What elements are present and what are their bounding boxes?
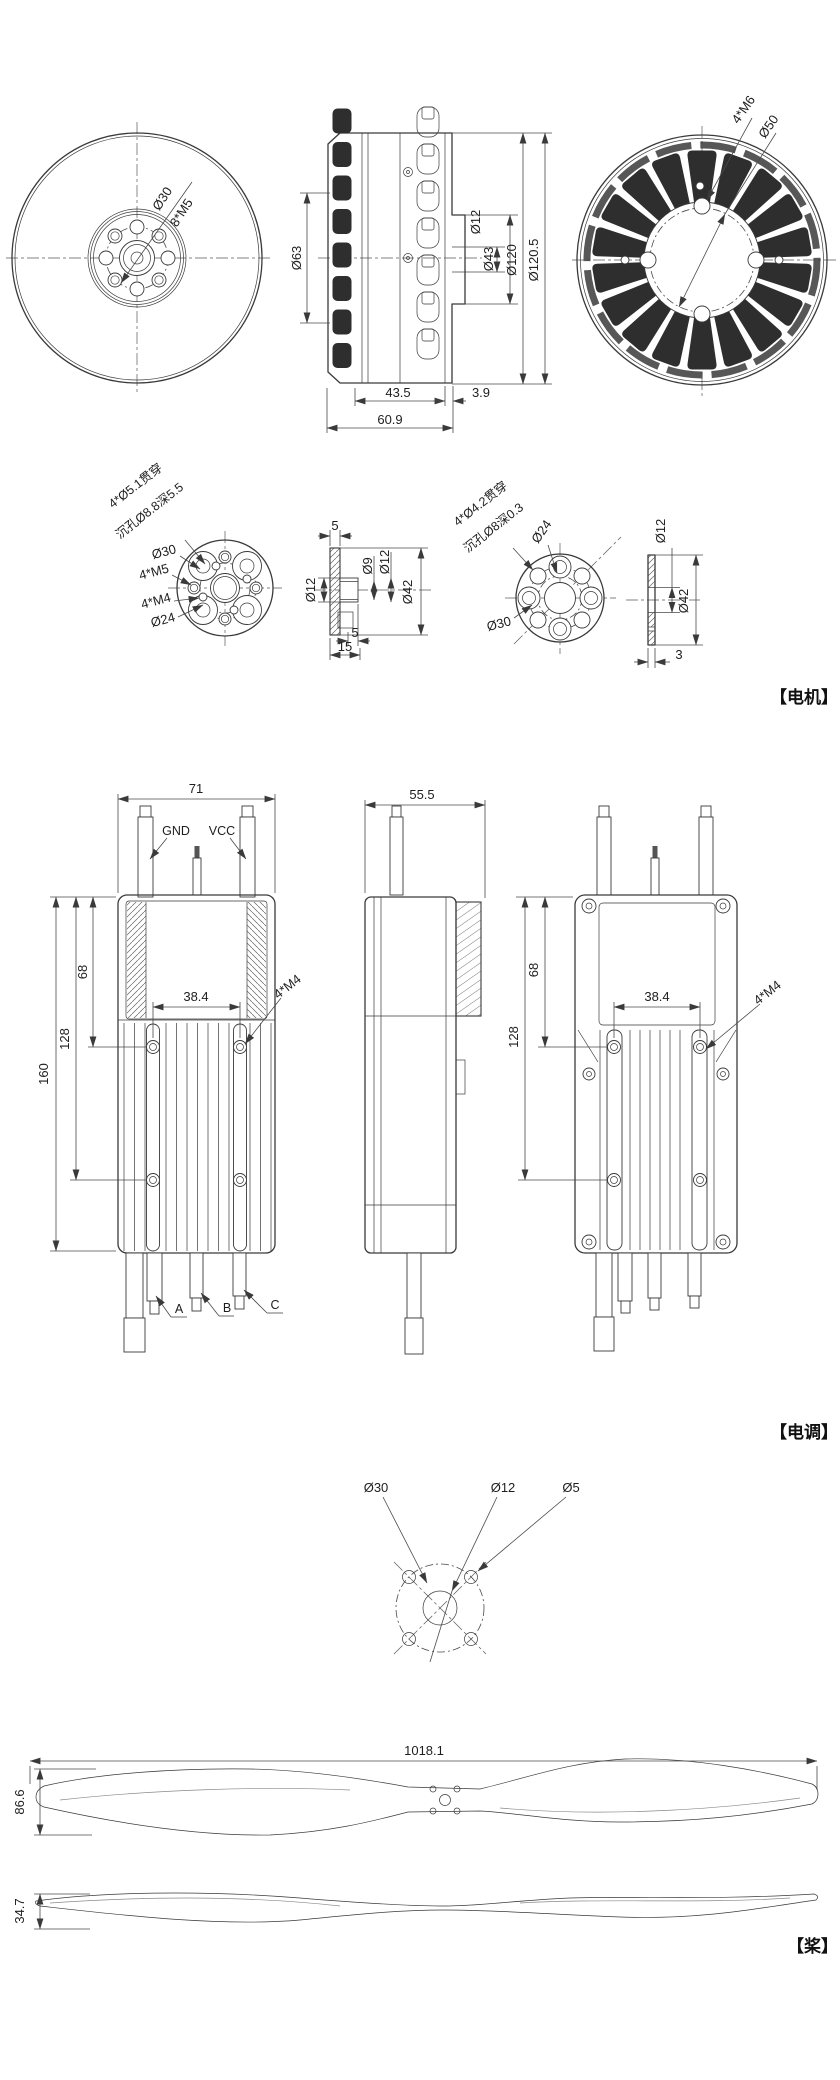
dim-prop-length: 1018.1 [404,1743,444,1758]
dim-rotor-d63: Ø63 [289,246,304,271]
dim-esc-w38: 38.4 [183,989,208,1004]
dim-body-d120: Ø120 [504,244,519,276]
label-gnd: GND [162,824,190,838]
dim-sec-d9: Ø9 [360,557,375,574]
dim-sec-d12r: Ø12 [377,550,392,575]
dim-rear-bolts: 4*M6 [728,93,758,126]
prop-top-view: 1018.1 86.6 [12,1743,819,1836]
prop-side-view: 34.7 [12,1892,818,1930]
motor-section-label: 【电机】 [770,687,838,707]
dim-sec-s15: 15 [338,639,352,654]
dim-esc-back-h128: 128 [506,1026,521,1048]
dim-front-bolt-circle: Ø30 [149,184,175,213]
motor-rear-view: 4*M6 Ø50 [572,93,836,396]
esc-side-view: 55.5 [364,787,486,1355]
dim-len-43-5: 43.5 [385,385,410,400]
dim-flange-m4: 4*M4 [139,589,172,611]
dim-washer-d42: Ø42 [676,589,691,614]
esc-section-label: 【电调】 [770,1422,838,1442]
dim-flange-d30: Ø30 [150,541,178,562]
dim-sec-5: 5 [331,518,338,533]
dim-total-d120-5: Ø120.5 [526,239,541,282]
motor-flange-section-view: 5 Ø12 Ø9 Ø12 Ø42 5 15 [303,518,432,660]
dim-esc-h68: 68 [75,965,90,979]
motor-mount-flange-detail: 4*Ø5.1贯穿 沉孔Ø8.8深5.5 Ø30 4*M5 4*M4 Ø24 [105,460,282,646]
dim-boss-d43: Ø43 [481,247,496,272]
label-phase-a: A [175,1302,184,1316]
dim-esc-h128: 128 [57,1028,72,1050]
dim-washer-t3: 3 [675,647,682,662]
dim-esc-h160: 160 [36,1063,51,1085]
dim-shaft-d12: Ø12 [468,210,483,235]
dim-prop-side-h: 34.7 [12,1898,27,1923]
esc-back-view: 68 128 38.4 4*M4 [506,805,784,1352]
label-phase-c: C [270,1298,279,1312]
dim-hub-d30: Ø30 [364,1480,389,1495]
motor-adapter-detail: 4*Ø4.2贯穿 沉孔Ø8深0.3 Ø24 Ø30 [450,478,622,654]
motor-washer-section-view: Ø12 Ø42 3 [626,519,703,668]
prop-hub-detail: Ø30 Ø12 Ø5 [364,1480,580,1663]
esc-front-fins [123,1023,272,1251]
dim-prop-width: 86.6 [12,1789,27,1814]
dim-front-bolts: 8*M5 [167,196,196,230]
dim-sec-s5: 5 [351,625,358,640]
dim-esc-back-w38: 38.4 [644,989,669,1004]
prop-section-label: 【桨】 [787,1936,838,1956]
dim-adapter-d30: Ø30 [485,613,513,634]
dim-sec-d42: Ø42 [400,580,415,605]
dim-washer-d12: Ø12 [653,519,668,544]
label-phase-b: B [223,1301,231,1315]
motor-side-view: Ø63 Ø12 Ø43 Ø120 Ø120.5 43.5 3.9 60.9 [289,106,552,433]
dim-hub-d5: Ø5 [562,1480,579,1495]
dim-adapter-d24: Ø24 [528,517,554,546]
dim-esc-back-m4: 4*M4 [751,977,784,1008]
dim-flange-d24: Ø24 [149,609,177,630]
esc-front-view: 71 GND VCC 38.4 4*M4 160 128 68 [36,781,304,1353]
dim-esc-w55: 55.5 [409,787,434,802]
dim-esc-w71: 71 [189,781,203,796]
dim-len-3-9: 3.9 [472,385,490,400]
label-vcc: VCC [209,824,235,838]
dim-esc-back-h68: 68 [526,963,541,977]
esc-back-fins [599,1030,715,1250]
dim-sec-d12l: Ø12 [303,578,318,603]
dim-rear-bolt-circle: Ø50 [755,112,781,141]
motor-front-view: Ø30 8*M5 [6,122,270,394]
dim-hub-d12: Ø12 [491,1480,516,1495]
dim-flange-m5: 4*M5 [137,560,170,582]
dim-len-60-9: 60.9 [377,412,402,427]
